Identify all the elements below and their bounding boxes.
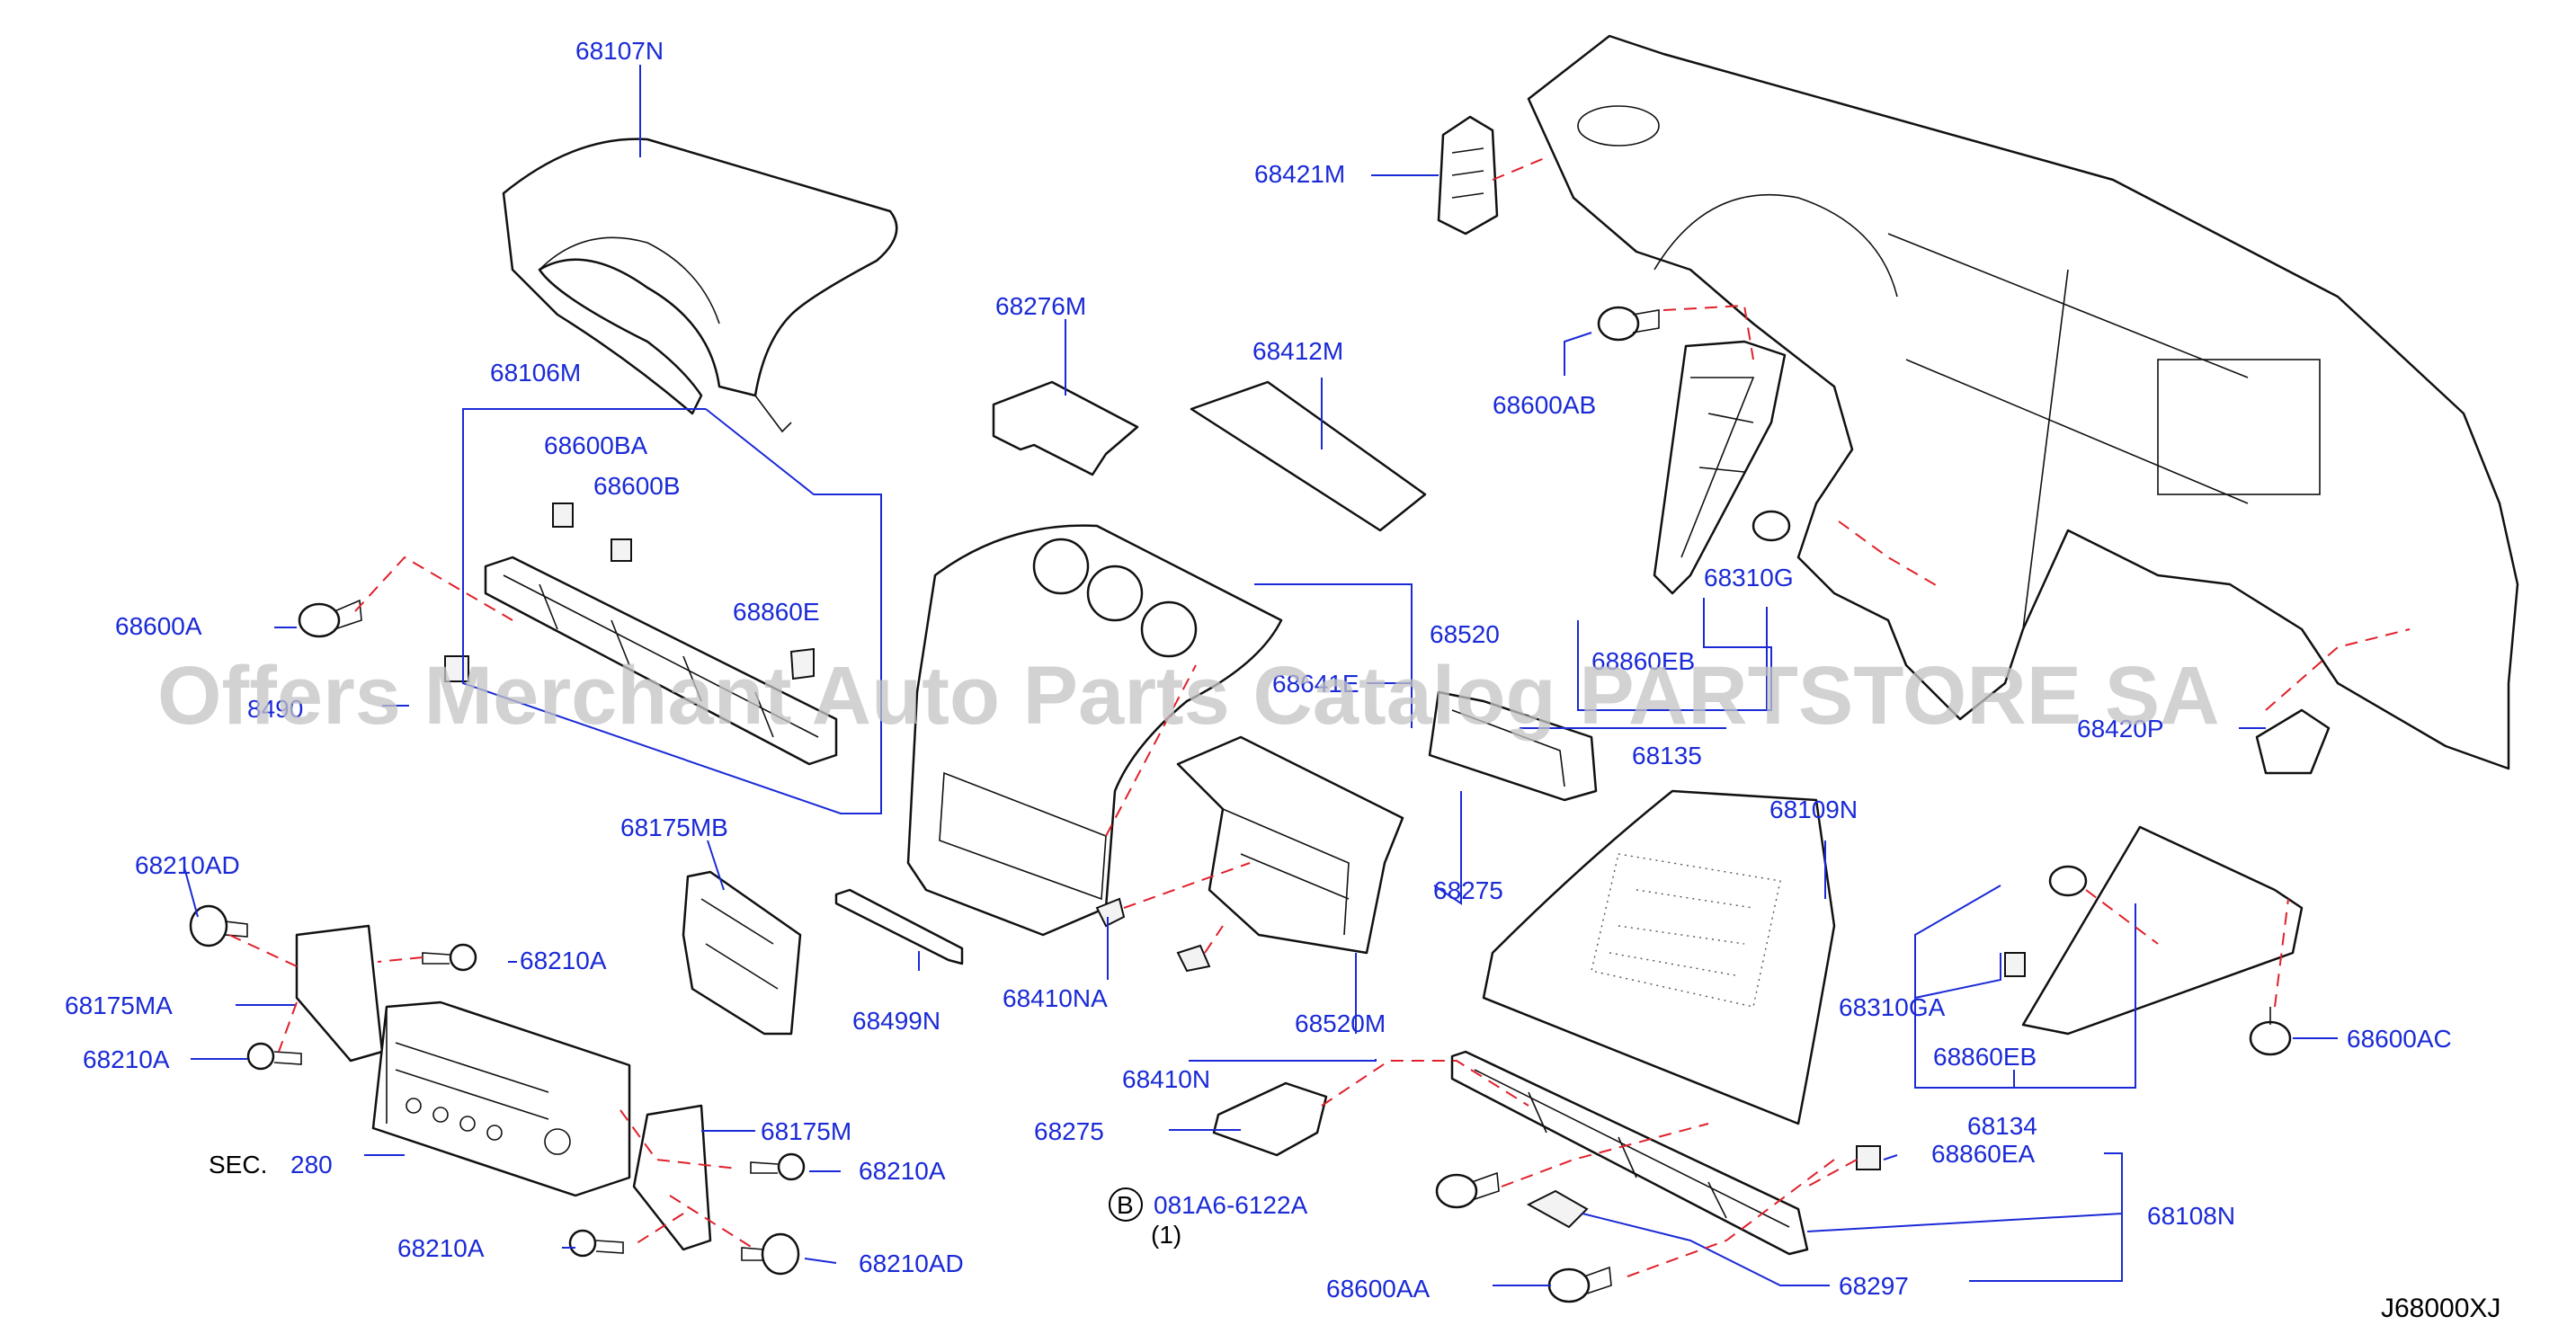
- pad-68276M-part: [992, 380, 1139, 476]
- strip-68499N-part: [834, 888, 964, 965]
- bracket-68175MB-part: [682, 870, 802, 1036]
- label-68210AD-top[interactable]: 68210AD: [135, 851, 240, 879]
- label-68175MB[interactable]: 68175MB: [620, 814, 728, 841]
- label-68420P[interactable]: 68420P: [2077, 715, 2164, 743]
- sec-label: SEC.: [209, 1151, 267, 1178]
- sec-number[interactable]: 280: [290, 1151, 333, 1178]
- label-68109N[interactable]: 68109N: [1769, 796, 1858, 823]
- label-68860EB-top[interactable]: 68860EB: [1591, 647, 1695, 675]
- label-68175M[interactable]: 68175M: [761, 1117, 851, 1145]
- audio-unit-part: [371, 1000, 631, 1197]
- label-68412M[interactable]: 68412M: [1252, 337, 1343, 365]
- label-68600AB[interactable]: 68600AB: [1493, 391, 1596, 419]
- label-68860E[interactable]: 68860E: [733, 598, 820, 626]
- clip-68860EA-part: [1856, 1145, 1881, 1170]
- screw-68210A-2-part: [246, 1042, 302, 1071]
- label-68310GA[interactable]: 68310GA: [1839, 993, 1946, 1021]
- screw-68210A-1-part: [422, 943, 477, 972]
- label-68210A-1[interactable]: 68210A: [520, 947, 607, 974]
- label-68499N[interactable]: 68499N: [852, 1007, 940, 1035]
- bolt-081A6-part: [1435, 1171, 1500, 1209]
- label-68276M[interactable]: 68276M: [995, 292, 1086, 320]
- pocket-68275-part: [1212, 1081, 1328, 1157]
- side-bracket-part: [1653, 340, 1791, 595]
- label-68600AC[interactable]: 68600AC: [2347, 1025, 2452, 1053]
- pocket-68520M-part: [1176, 735, 1404, 955]
- pad-68412M-part: [1190, 380, 1427, 532]
- label-68175MA[interactable]: 68175MA: [65, 992, 173, 1019]
- cluster-hood-part: [502, 138, 898, 433]
- bolt-part-number[interactable]: 081A6-6122A: [1154, 1191, 1308, 1219]
- screw-68210AD-bot-part: [741, 1232, 800, 1276]
- label-68600A[interactable]: 68600A: [115, 612, 202, 640]
- label-68106M[interactable]: 68106M: [490, 359, 581, 387]
- label-68600AA[interactable]: 68600AA: [1326, 1275, 1431, 1303]
- part-labels: 68107N 68106M 68600BA 68600B 68600A 6886…: [65, 37, 2500, 1323]
- diagram-code: J68000XJ: [2381, 1294, 2500, 1323]
- label-68600B[interactable]: 68600B: [593, 472, 681, 500]
- label-68210A-4[interactable]: 68210A: [397, 1234, 485, 1262]
- label-8490[interactable]: 8490: [247, 695, 303, 723]
- bracket-68175MA-part: [295, 924, 384, 1063]
- glovebox-frame-part: [1450, 1050, 1809, 1256]
- screw-68210A-3-part: [750, 1152, 806, 1181]
- watermark: Offers Merchant Auto Parts Catalog PARTS…: [157, 650, 2220, 742]
- instrument-panel-part: [1527, 34, 2519, 770]
- label-68210A-3[interactable]: 68210A: [859, 1157, 946, 1185]
- bracket-68175M-part: [632, 1104, 712, 1251]
- leader-lines: [183, 65, 2338, 1286]
- bolt-quantity: (1): [1151, 1221, 1181, 1249]
- label-68600BA[interactable]: 68600BA: [544, 431, 648, 459]
- circle-b-marker: [1109, 1187, 1143, 1222]
- label-68860EB-bot[interactable]: 68860EB: [1933, 1043, 2037, 1071]
- label-68210A-2[interactable]: 68210A: [83, 1045, 170, 1073]
- label-68641E[interactable]: 68641E: [1272, 670, 1359, 698]
- label-68275-bot[interactable]: 68275: [1034, 1117, 1104, 1145]
- clip-68410N-part: [1176, 944, 1211, 973]
- label-68134[interactable]: 68134: [1967, 1112, 2037, 1140]
- label-68297[interactable]: 68297: [1839, 1272, 1909, 1300]
- side-trim-68134-part: [2004, 825, 2304, 1036]
- glovebox-lid-part: [1482, 789, 1836, 1125]
- bracket-68297-part: [1526, 1189, 1589, 1229]
- label-68410N[interactable]: 68410N: [1122, 1065, 1210, 1093]
- vent-68420P-part: [2255, 708, 2331, 775]
- assembly-lines: [228, 156, 2411, 1277]
- clip-68410NA-part: [1095, 897, 1126, 928]
- vent-68421M-part: [1437, 115, 1499, 236]
- box-68135-part: [1428, 690, 1598, 802]
- label-68421M[interactable]: 68421M: [1254, 160, 1345, 188]
- label-68275-mid[interactable]: 68275: [1433, 876, 1503, 904]
- label-68107N[interactable]: 68107N: [575, 37, 664, 65]
- label-68410NA[interactable]: 68410NA: [1003, 984, 1108, 1012]
- label-68860EA[interactable]: 68860EA: [1931, 1140, 2036, 1168]
- label-68520M[interactable]: 68520M: [1295, 1009, 1386, 1037]
- circle-b-letter: B: [1117, 1191, 1134, 1219]
- screw-68210A-4-part: [568, 1229, 624, 1258]
- label-68210AD-bot[interactable]: 68210AD: [859, 1250, 964, 1277]
- center-bezel-part: [906, 524, 1283, 937]
- clip-68600AB-part: [1597, 306, 1660, 342]
- cluster-lower-trim-part: [444, 502, 838, 766]
- label-68108N[interactable]: 68108N: [2147, 1202, 2235, 1230]
- screw-68600A-part: [298, 599, 362, 638]
- screw-68600AC-part: [2249, 1007, 2292, 1056]
- label-68310G[interactable]: 68310G: [1704, 564, 1794, 591]
- screw-68600AA-part: [1547, 1266, 1612, 1303]
- label-68520[interactable]: 68520: [1430, 620, 1500, 648]
- screw-68210AD-top-part: [189, 904, 248, 947]
- label-68135[interactable]: 68135: [1632, 742, 1702, 769]
